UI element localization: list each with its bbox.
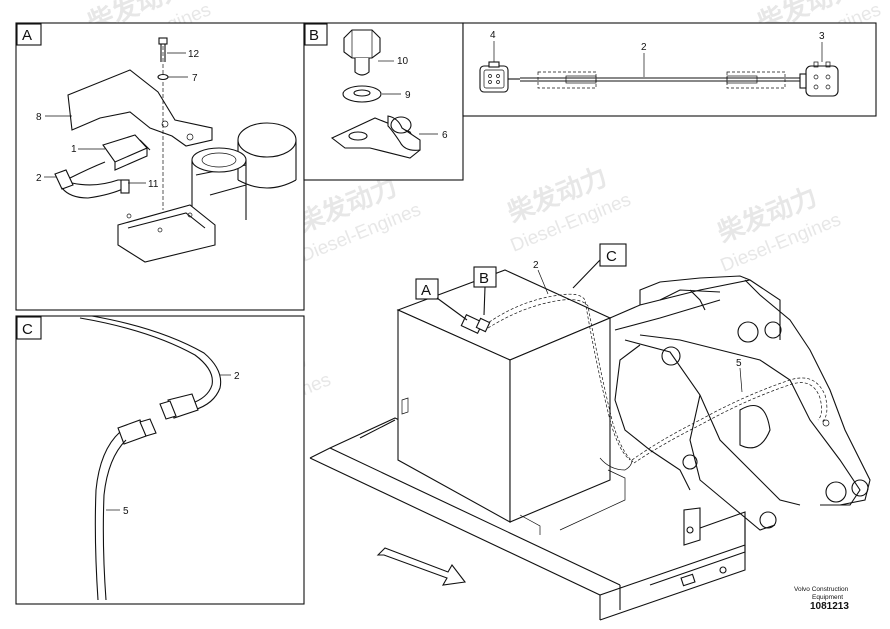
panel-a-callout-12: 12 xyxy=(188,49,200,60)
bolt-10 xyxy=(343,29,381,59)
detail-panel-harness: 4 2 3 xyxy=(462,22,877,117)
panel-a-callout-11: 11 xyxy=(148,179,159,190)
panel-a-letter: A xyxy=(22,27,32,44)
main-label-B: B xyxy=(473,266,497,316)
detail-panel-b: B 10 9 6 xyxy=(303,22,464,181)
detail-panel-a: A 12 xyxy=(15,22,305,311)
detail-panel-c: C 2 5 xyxy=(15,315,305,605)
main-label-C-text: C xyxy=(606,248,617,265)
washer-9 xyxy=(342,85,382,103)
panel-c-letter: C xyxy=(22,321,33,338)
panel-a-callout-7: 7 xyxy=(192,73,198,84)
panel-a-callout-1: 1 xyxy=(71,144,77,155)
frame-slot xyxy=(680,573,696,587)
main-label-A: A xyxy=(415,278,468,321)
harness-callout-3: 3 xyxy=(819,31,825,42)
panel-b-callout-10: 10 xyxy=(397,56,409,67)
footer-doc-number: 1081213 xyxy=(810,601,849,612)
panel-a-callout-8: 8 xyxy=(36,112,42,123)
main-callout-5: 5 xyxy=(736,358,742,369)
bracket-8 xyxy=(67,69,213,147)
tank-front xyxy=(509,317,611,523)
main-label-C: C xyxy=(572,243,627,289)
footer-company-line1: Volvo Construction xyxy=(794,586,849,593)
main-assembly-view: A B C 2 5 xyxy=(309,243,871,621)
harness-callout-4: 4 xyxy=(490,30,496,41)
panel-c-callout-5: 5 xyxy=(123,506,129,517)
panel-b-callout-6: 6 xyxy=(442,130,448,141)
panel-a-callout-2: 2 xyxy=(36,173,42,184)
direction-arrow xyxy=(376,547,467,586)
panel-c-callout-2: 2 xyxy=(234,371,240,382)
main-label-A-text: A xyxy=(421,282,431,299)
main-callout-2: 2 xyxy=(533,260,539,271)
connector-3 xyxy=(805,65,839,97)
drawing-footer: Volvo Construction Equipment 1081213 xyxy=(794,586,849,612)
panel-b-letter: B xyxy=(309,27,319,44)
harness-callout-2: 2 xyxy=(641,42,647,53)
footer-company-line2: Equipment xyxy=(812,594,843,601)
panel-b-callout-9: 9 xyxy=(405,90,411,101)
main-label-B-text: B xyxy=(479,270,489,287)
